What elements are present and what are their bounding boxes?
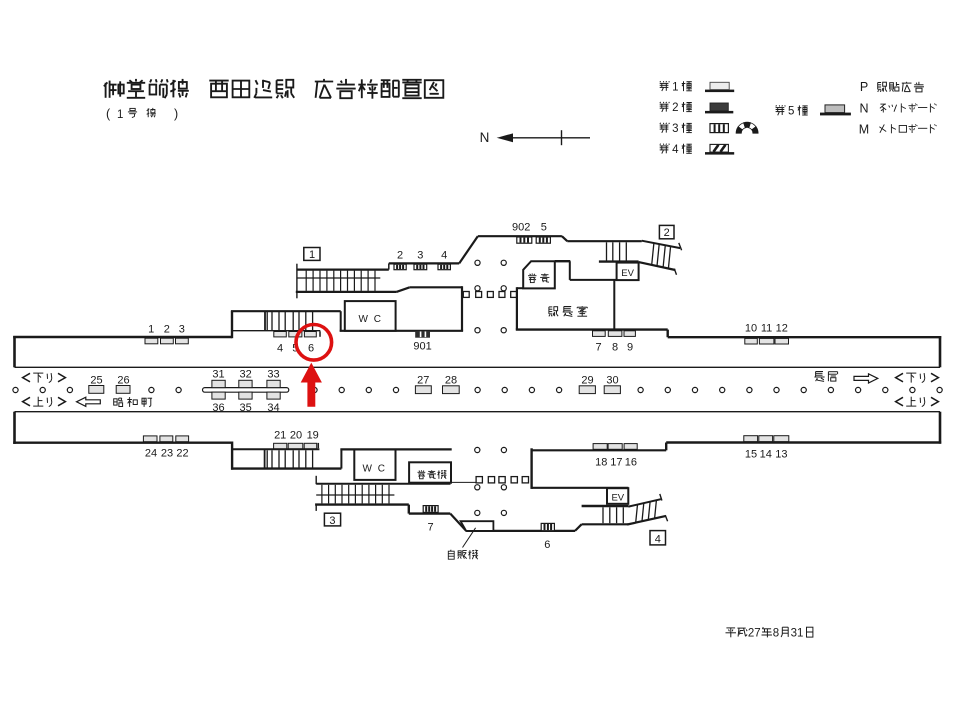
svg-text:N: N — [859, 102, 868, 116]
svg-text:3: 3 — [329, 515, 335, 527]
svg-text:30: 30 — [606, 374, 618, 386]
svg-text:P: P — [860, 80, 868, 94]
svg-text:35: 35 — [239, 402, 251, 414]
svg-text:EV: EV — [611, 492, 624, 503]
svg-text:9: 9 — [627, 341, 633, 353]
svg-text:7: 7 — [428, 522, 434, 534]
svg-text:29: 29 — [581, 374, 593, 386]
svg-text:1: 1 — [117, 109, 123, 121]
svg-text:24: 24 — [145, 448, 157, 460]
svg-text:10: 10 — [745, 323, 757, 335]
svg-text:14: 14 — [760, 449, 772, 461]
svg-text:5: 5 — [788, 106, 794, 118]
svg-text:17: 17 — [610, 456, 622, 468]
svg-text:32: 32 — [239, 368, 251, 380]
svg-text:2: 2 — [164, 324, 170, 336]
svg-text:27: 27 — [417, 374, 429, 386]
svg-text:31: 31 — [212, 368, 224, 380]
svg-text:901: 901 — [413, 340, 431, 352]
svg-text:EV: EV — [621, 268, 634, 279]
svg-text:5: 5 — [541, 222, 547, 234]
svg-text:4: 4 — [277, 342, 283, 354]
svg-text:1: 1 — [672, 81, 678, 93]
svg-text:1: 1 — [309, 249, 315, 261]
svg-text:15: 15 — [745, 449, 757, 461]
svg-text:3: 3 — [179, 324, 185, 336]
svg-text:2: 2 — [664, 227, 670, 239]
svg-text:W C: W C — [359, 314, 383, 325]
svg-text:4: 4 — [655, 533, 661, 545]
svg-text:6: 6 — [308, 342, 314, 354]
svg-text:8: 8 — [612, 341, 618, 353]
svg-text:): ) — [174, 107, 178, 121]
svg-text:16: 16 — [625, 456, 637, 468]
svg-text:W C: W C — [363, 463, 387, 474]
svg-text:36: 36 — [212, 402, 224, 414]
svg-text:2: 2 — [672, 102, 678, 114]
svg-text:18: 18 — [595, 456, 607, 468]
svg-text:21: 21 — [274, 430, 286, 442]
svg-text:31: 31 — [791, 627, 804, 639]
svg-text:34: 34 — [267, 402, 279, 414]
svg-text:7: 7 — [595, 341, 601, 353]
svg-text:13: 13 — [775, 449, 787, 461]
svg-text:23: 23 — [161, 448, 173, 460]
svg-text:19: 19 — [307, 430, 319, 442]
svg-text:2: 2 — [397, 250, 403, 262]
svg-text:3: 3 — [417, 250, 423, 262]
svg-text:12: 12 — [776, 323, 788, 335]
svg-text:22: 22 — [176, 448, 188, 460]
svg-text:11: 11 — [761, 323, 772, 335]
svg-text:27: 27 — [748, 627, 761, 639]
svg-text:4: 4 — [441, 250, 447, 262]
svg-text:33: 33 — [267, 368, 279, 380]
svg-text:N: N — [480, 130, 490, 145]
svg-text:26: 26 — [117, 374, 129, 386]
svg-text:6: 6 — [544, 539, 550, 551]
svg-text:902: 902 — [512, 222, 530, 234]
svg-text:4: 4 — [672, 144, 679, 156]
svg-text:1: 1 — [148, 324, 154, 336]
svg-text:25: 25 — [90, 374, 102, 386]
svg-text:20: 20 — [290, 430, 302, 442]
svg-text:8: 8 — [773, 627, 779, 639]
svg-text:(: ( — [106, 107, 111, 121]
svg-text:M: M — [859, 123, 869, 137]
svg-text:28: 28 — [445, 374, 457, 386]
svg-text:3: 3 — [672, 123, 678, 135]
